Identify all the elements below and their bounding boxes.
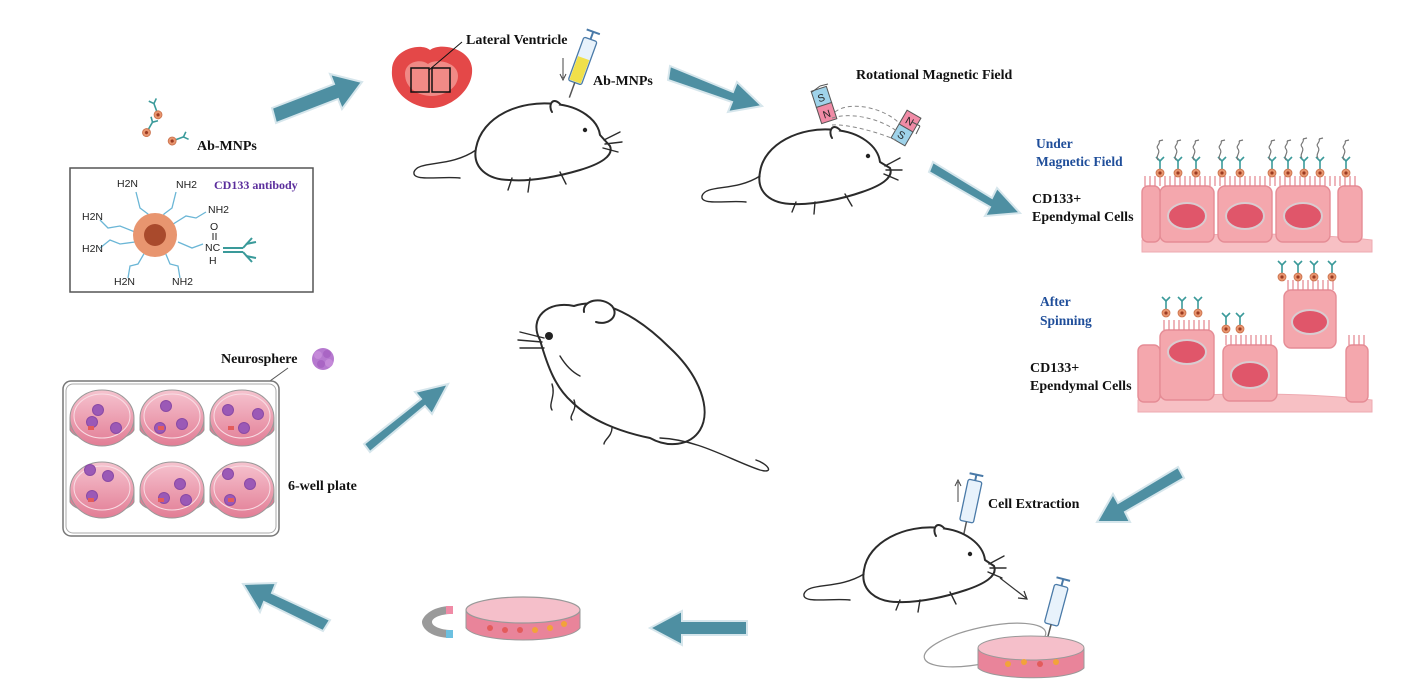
arrow-7 xyxy=(362,382,450,454)
bound-ab-mnps-top xyxy=(1155,156,1351,178)
amine-5: H2N xyxy=(82,243,103,255)
petri-dish-culture xyxy=(465,596,581,641)
neurosphere-in-well xyxy=(222,404,234,416)
magnet-left-n: N xyxy=(821,108,832,122)
amine-2: NH2 xyxy=(176,179,197,191)
neurosphere-in-well xyxy=(110,422,122,434)
neurosphere-in-well xyxy=(92,404,104,416)
field-lines xyxy=(831,105,901,141)
neurosphere-in-well xyxy=(174,478,186,490)
cells-top-label-1: CD133+ xyxy=(1032,192,1081,207)
amine-7: H2N xyxy=(114,276,135,288)
under-field-label-1: Under xyxy=(1036,136,1073,151)
cd133-antibody-label: CD133 antibody xyxy=(214,178,298,192)
rotational-field-label: Rotational Magnetic Field xyxy=(856,68,1013,83)
ab-mnp-cluster xyxy=(140,97,190,147)
neurosphere-icon xyxy=(312,348,334,370)
well-4 xyxy=(69,461,135,519)
well-6 xyxy=(209,461,275,519)
brain-section-icon xyxy=(391,41,473,108)
neurosphere-in-well xyxy=(238,422,250,434)
amide-h: H xyxy=(209,255,217,267)
magnet-right-icon: N S xyxy=(890,109,922,147)
spinning-ab-mnps xyxy=(1156,137,1350,161)
syringe-injection-icon xyxy=(559,28,601,98)
lateral-ventricle-label: Lateral Ventricle xyxy=(466,33,567,48)
arrow-6 xyxy=(241,581,332,633)
mouse-magnetic xyxy=(701,126,903,215)
amine-6: NH2 xyxy=(172,276,193,288)
amine-4: H2N xyxy=(82,211,103,223)
ependymal-cells-under-field xyxy=(1141,137,1373,253)
petri-dish-extraction xyxy=(923,622,1085,679)
conjugation-schematic: H2N NH2 NH2 H2N H2N NH2 H2N CD133 antibo… xyxy=(69,167,314,293)
neurosphere-in-well xyxy=(180,494,192,506)
ependymal-cells-after-spinning xyxy=(1137,260,1373,413)
antibody-icon xyxy=(223,237,257,263)
cells-top-label-2: Ependymal Cells xyxy=(1032,210,1134,225)
amide-o: O xyxy=(210,221,218,233)
arrow-2 xyxy=(666,64,765,114)
neurosphere-label: Neurosphere xyxy=(221,352,297,367)
mouse-extraction xyxy=(803,524,1007,613)
arrow-4 xyxy=(1095,465,1186,523)
well-2 xyxy=(139,389,205,447)
amide-nc: NC xyxy=(205,242,221,254)
extraction-arrow-icon xyxy=(999,577,1028,600)
wells xyxy=(69,389,275,519)
well-5 xyxy=(139,461,205,519)
neurosphere-in-well xyxy=(244,478,256,490)
cells-bottom-label-1: CD133+ xyxy=(1030,361,1079,376)
neurosphere-in-well xyxy=(102,470,114,482)
mouse-center xyxy=(517,299,770,472)
neurosphere-in-well xyxy=(84,464,96,476)
ab-mnps-injection-label: Ab-MNPs xyxy=(593,74,653,89)
horseshoe-magnet-icon xyxy=(422,606,453,638)
arrow-3 xyxy=(927,160,1023,218)
well-3 xyxy=(209,389,275,447)
neurosphere-in-well xyxy=(176,418,188,430)
neurosphere-in-well xyxy=(222,468,234,480)
syringe-dispense-icon xyxy=(1044,576,1071,642)
arrow-1 xyxy=(270,72,364,125)
neurosphere-in-well xyxy=(160,400,172,412)
syringe-extraction-icon xyxy=(954,472,984,540)
ab-mnps-label-left: Ab-MNPs xyxy=(197,139,257,154)
amine-1: H2N xyxy=(117,178,138,190)
cell-extraction-label: Cell Extraction xyxy=(988,497,1080,512)
amine-3: NH2 xyxy=(208,204,229,216)
after-spinning-label-2: Spinning xyxy=(1040,313,1092,328)
cells-bottom-label-2: Ependymal Cells xyxy=(1030,379,1132,394)
magnet-left-s: S xyxy=(816,92,826,106)
well-1 xyxy=(69,389,135,447)
neurosphere-in-well xyxy=(252,408,264,420)
magnet-left-icon: S N xyxy=(810,85,838,125)
mouse-injection xyxy=(413,100,623,193)
six-well-plate-label: 6-well plate xyxy=(288,479,357,494)
neurosphere-in-well xyxy=(86,416,98,428)
under-field-label-2: Magnetic Field xyxy=(1036,154,1123,169)
flow-arrows xyxy=(241,64,1186,647)
after-spinning-label-1: After xyxy=(1040,294,1071,309)
arrow-5 xyxy=(647,609,748,647)
